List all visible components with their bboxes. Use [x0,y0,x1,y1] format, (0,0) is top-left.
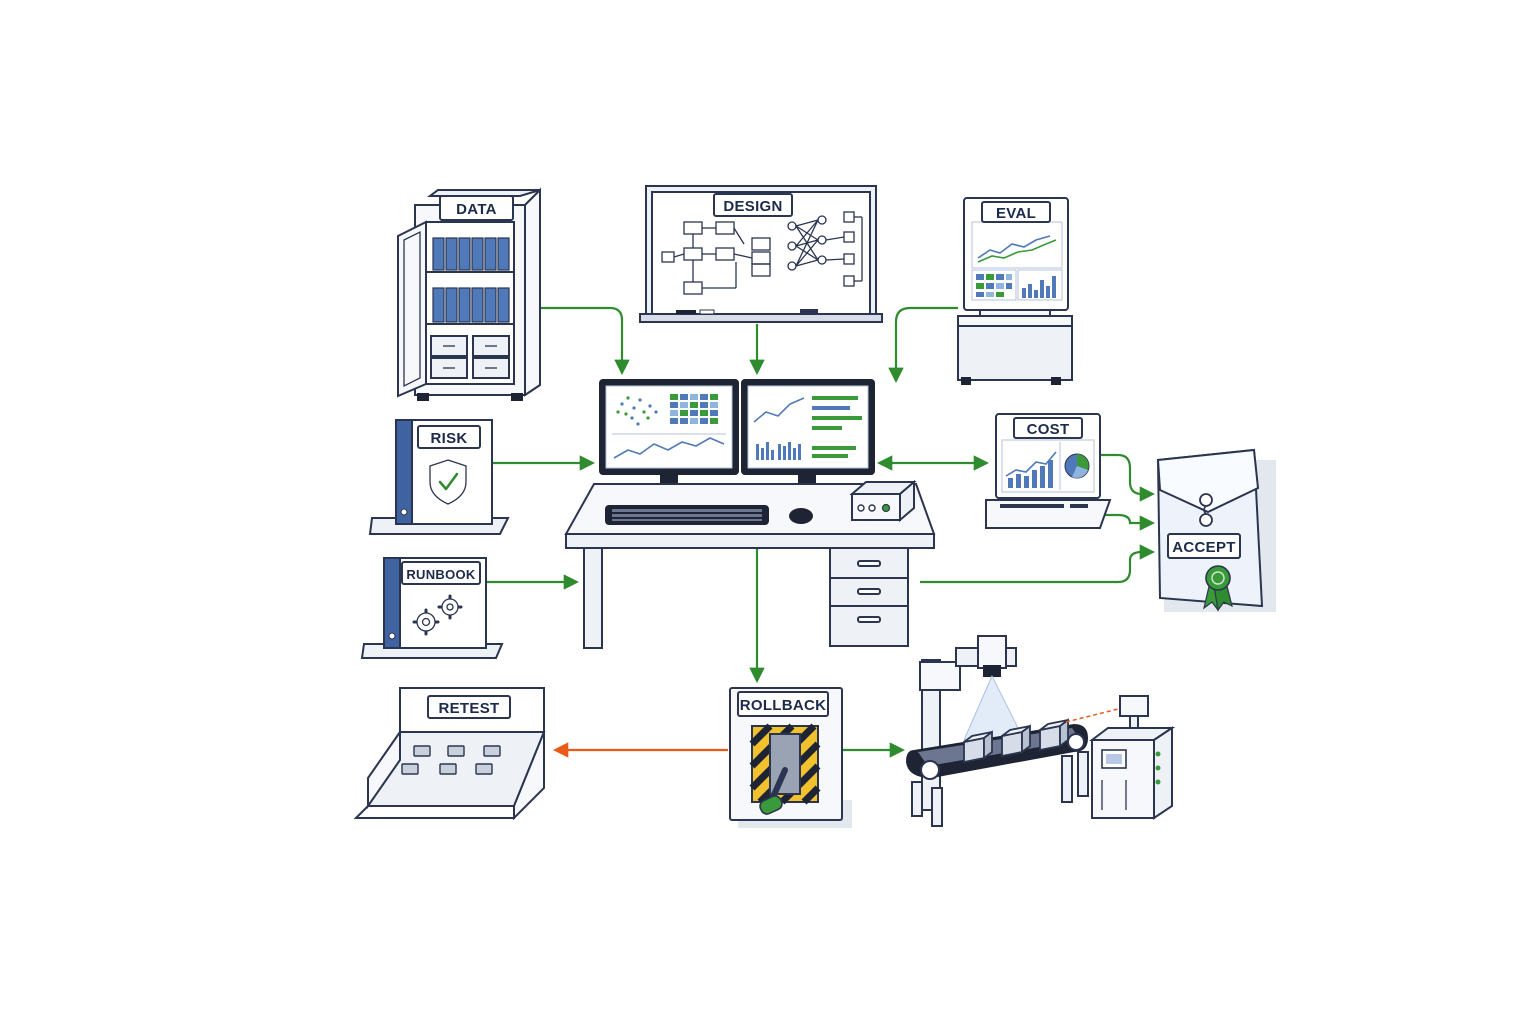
workstation-desk-icon [564,379,936,649]
data-label: DATA [456,201,497,218]
runbook-label: RUNBOOK [406,567,476,582]
rollback-label: ROLLBACK [740,697,827,714]
eval-kiosk-icon: EVAL [957,197,1073,385]
connector-arrows [486,306,1156,758]
arrow-data-to-desk [540,306,630,376]
shield-check-icon [429,459,467,505]
accept-label: ACCEPT [1172,539,1235,556]
retest-label: RETEST [439,700,500,717]
cost-laptop-icon: COST [985,413,1112,529]
data-cabinet-icon: DATA [397,187,541,401]
eval-label: EVAL [996,205,1036,222]
cost-label: COST [1027,421,1070,438]
rollback-lever-icon: ROLLBACK [729,687,852,828]
ribbon-seal-icon [1203,565,1233,612]
design-label: DESIGN [723,198,782,215]
conveyor-line-icon [906,635,1176,827]
arrow-cost-to-accept-1 [1100,453,1156,502]
arrow-eval-to-desk [888,306,958,384]
arrow-cost-to-accept-2 [1100,513,1156,531]
design-whiteboard-icon: DESIGN [639,185,883,323]
risk-label: RISK [430,430,467,447]
accept-envelope-icon: ACCEPT [1156,448,1276,612]
risk-binder-icon: RISK [368,419,510,535]
gears-icon [412,594,463,636]
runbook-binder-icon: RUNBOOK [360,557,504,659]
retest-tray-icon: RETEST [353,687,546,821]
arrow-desk-to-accept [920,544,1156,584]
